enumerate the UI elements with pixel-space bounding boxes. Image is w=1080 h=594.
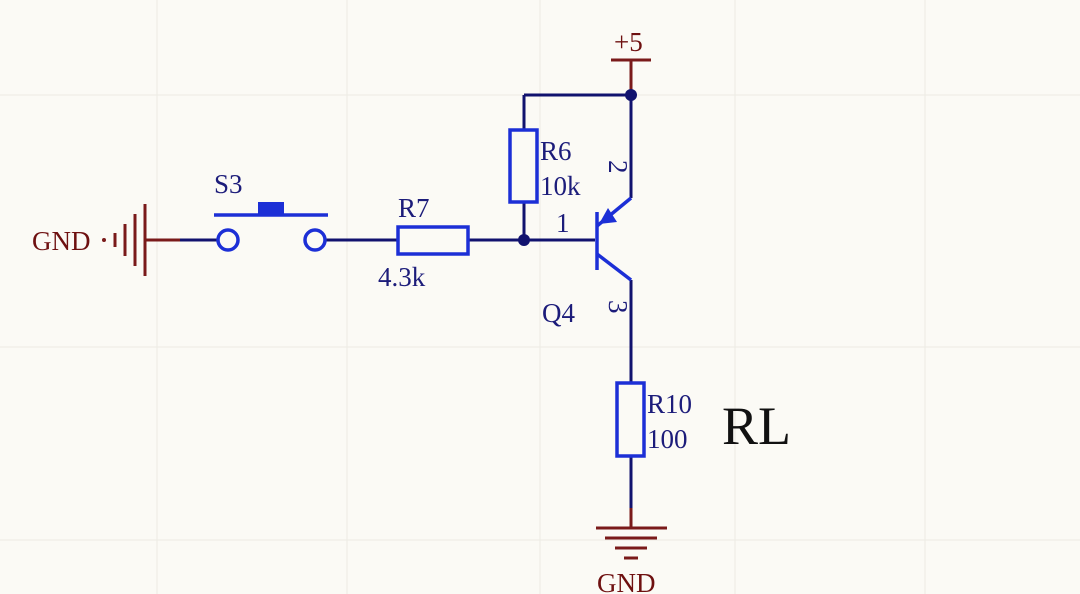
transistor-q4	[595, 196, 633, 282]
resistor-r7	[396, 225, 470, 256]
r6-ref-label: R6	[540, 136, 572, 166]
r7-ref-label: R7	[398, 193, 430, 223]
pin-collector-label: 2	[603, 160, 633, 174]
junction-dot-base	[518, 234, 530, 246]
load-label-rl: RL	[722, 396, 791, 456]
ground-symbol-left	[102, 204, 180, 276]
resistor-r6	[508, 128, 539, 204]
power-label: +5	[614, 27, 643, 57]
power-symbol-5v	[611, 58, 651, 94]
pushbutton-switch-s3	[214, 202, 328, 252]
r6-value-label: 10k	[540, 171, 581, 201]
resistor-r10	[615, 381, 646, 458]
r10-ref-label: R10	[647, 389, 692, 419]
pin-emitter-label: 3	[603, 300, 633, 314]
switch-ref-label: S3	[214, 169, 243, 199]
pin-base-label: 1	[556, 208, 570, 238]
r7-value-label: 4.3k	[378, 262, 426, 292]
r10-value-label: 100	[647, 424, 688, 454]
ground-symbol-bottom	[596, 508, 667, 560]
gnd-label-bottom: GND	[597, 568, 656, 594]
gnd-label-left: GND	[32, 226, 91, 256]
transistor-ref-label: Q4	[542, 298, 575, 328]
junction-dot-top	[625, 89, 637, 101]
wires	[180, 93, 633, 525]
